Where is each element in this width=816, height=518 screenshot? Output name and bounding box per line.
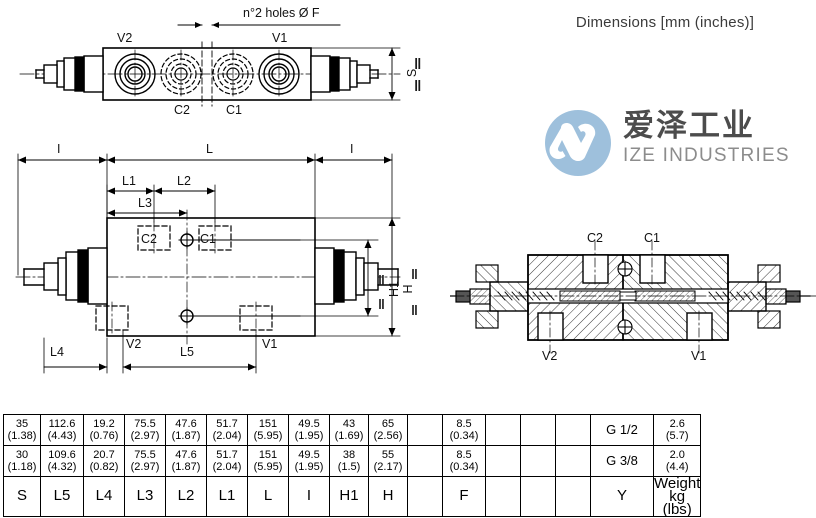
cell-weight-row1: 2.6(5.7) [652,414,702,446]
header-blank2 [485,476,521,517]
header-s: S [3,476,41,517]
main-view-dim-l5: L5 [180,345,194,359]
cell-blank1-row1 [407,414,443,446]
main-view-dim-l1: L1 [122,174,136,188]
cell-s-row2: 30(1.18) [3,445,41,477]
cell-l4-row1: 19.2(0.76) [83,414,125,446]
header-blank1 [407,476,443,517]
cell-blank2-row2 [485,445,521,477]
top-view-label-v1: V1 [272,31,288,45]
main-view-dim-h: H [401,284,415,294]
section-view-label-c2: C2 [587,231,603,245]
page-title: Dimensions [mm (inches)] [575,14,755,31]
header-l5: L5 [40,476,84,517]
dimensions-table: 35(1.38) 112.6(4.43) 19.2(0.76) 75.5(2.9… [3,414,702,518]
header-l4: L4 [83,476,125,517]
cell-l-row2: 151(5.95) [247,445,289,477]
tolerance-mark-top-upper: ‖ [414,56,422,73]
main-view-label-c2: C2 [141,232,157,246]
header-h1: H1 [329,476,369,517]
cell-blank3-row2 [520,445,556,477]
cell-blank4-row2 [555,445,591,477]
top-view-label-c2: C2 [174,103,190,117]
main-view-label-c1: C1 [200,232,216,246]
top-view-label-c1: C1 [226,103,242,117]
tolerance-mark-h-lower: ‖ [411,302,418,318]
cell-l1-row2: 51.7(2.04) [206,445,248,477]
main-view-dim-l4: L4 [50,345,64,359]
main-view-label-v1: V1 [262,337,278,351]
cell-h1-row1: 43(1.69) [329,414,369,446]
brand-name-cn: 爱泽工业 [623,108,755,144]
tolerance-mark-h1-lower: ‖ [378,296,385,312]
tolerance-mark-top-lower: ‖ [414,78,422,95]
cell-l5-row1: 112.6(4.43) [40,414,84,446]
cell-l1-row1: 51.7(2.04) [206,414,248,446]
cell-l2-row1: 47.6(1.87) [165,414,207,446]
top-view-drawing [19,22,401,107]
cell-y-row1: G 1/2 [590,414,654,446]
cell-l4-row2: 20.7(0.82) [83,445,125,477]
table-row: 35(1.38) 112.6(4.43) 19.2(0.76) 75.5(2.9… [3,414,702,446]
holes-note: n°2 holes Ø F [243,6,320,20]
section-view-label-v2: V2 [542,349,558,363]
header-blank3 [520,476,556,517]
section-view-label-v1: V1 [691,349,707,363]
cell-l3-row2: 75.5(2.97) [124,445,166,477]
header-l3: L3 [124,476,166,517]
cell-blank4-row1 [555,414,591,446]
cell-l3-row1: 75.5(2.97) [124,414,166,446]
section-view-drawing [450,240,816,354]
section-view-label-c1: C1 [644,231,660,245]
main-view-dim-l3: L3 [138,196,152,210]
header-l: L [247,476,289,517]
header-f: F [442,476,486,517]
tolerance-mark-h-upper: ‖ [411,266,418,282]
ize-industries-logo-icon [545,110,611,176]
main-view-dim-i-right: I [350,142,354,156]
brand-logo: 爱泽工业 IZE INDUSTRIES [545,106,810,184]
cell-blank1-row2 [407,445,443,477]
top-view-label-v2: V2 [117,31,133,45]
cell-f-row1: 8.5(0.34) [442,414,486,446]
header-l2: L2 [165,476,207,517]
cell-blank3-row1 [520,414,556,446]
cell-i-row1: 49.5(1.95) [288,414,330,446]
table-row: 30(1.18) 109.6(4.32) 20.7(0.82) 75.5(2.9… [3,445,702,477]
brand-name-en: IZE INDUSTRIES [623,145,790,166]
cell-y-row2: G 3/8 [590,445,654,477]
main-view-drawing [15,153,401,374]
header-h: H [368,476,408,517]
cell-blank2-row1 [485,414,521,446]
header-i: I [288,476,330,517]
cell-h-row1: 65(2.56) [368,414,408,446]
main-view-dim-l: L [206,142,213,156]
cell-i-row2: 49.5(1.95) [288,445,330,477]
cell-l-row1: 151(5.95) [247,414,289,446]
header-y: Y [590,476,654,517]
header-blank4 [555,476,591,517]
main-view-label-v2: V2 [126,337,142,351]
main-view-dim-i-left: I [57,142,61,156]
cell-h1-row2: 38(1.5) [329,445,369,477]
cell-l5-row2: 109.6(4.32) [40,445,84,477]
main-view-dim-h1: H1 [387,281,401,297]
cell-l2-row2: 47.6(1.87) [165,445,207,477]
cell-f-row2: 8.5(0.34) [442,445,486,477]
main-view-dim-l2: L2 [177,174,191,188]
cell-weight-row2: 2.0(4.4) [652,445,702,477]
header-l1: L1 [206,476,248,517]
cell-s-row1: 35(1.38) [3,414,41,446]
cell-h-row2: 55(2.17) [368,445,408,477]
tolerance-mark-h1-upper: ‖ [378,272,385,288]
